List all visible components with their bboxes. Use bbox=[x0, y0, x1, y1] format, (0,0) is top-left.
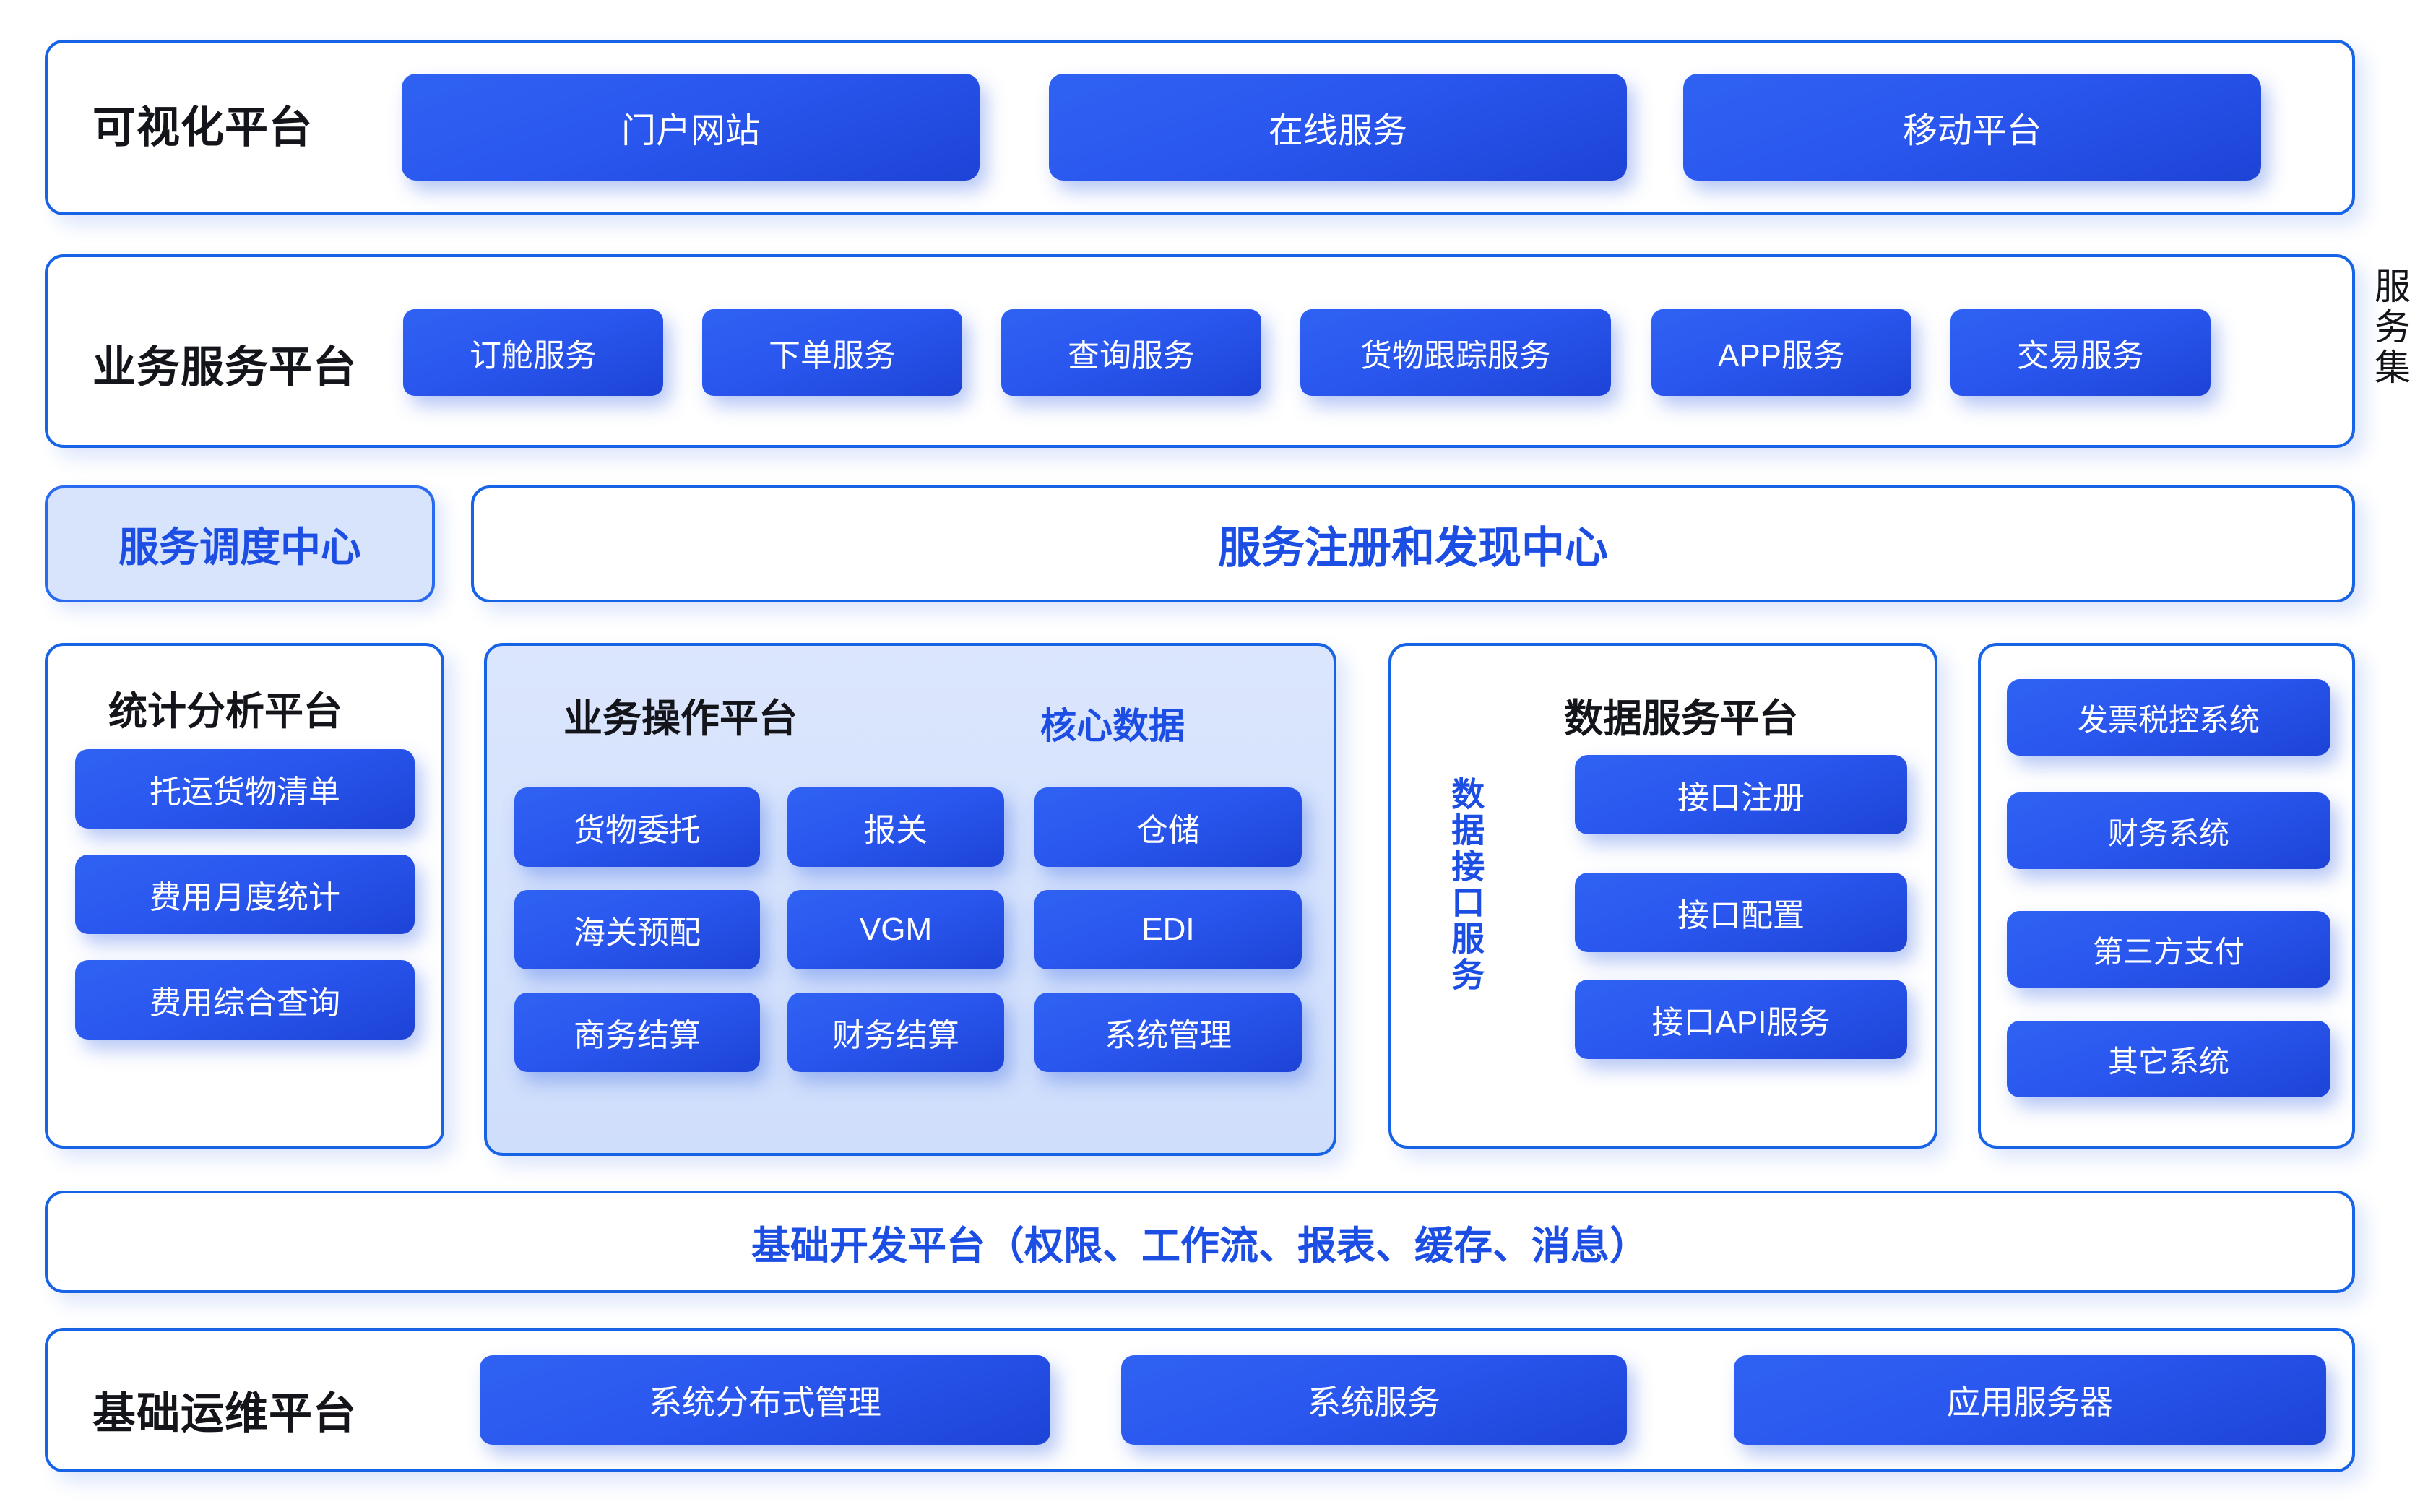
tile-mobile-platform[interactable]: 移动平台 bbox=[1683, 74, 2261, 181]
service-registry-panel bbox=[471, 485, 2355, 602]
business-service-platform-label: 业务服务平台 bbox=[92, 343, 357, 392]
tile-cargo-tracking-service[interactable]: 货物跟踪服务 bbox=[1300, 309, 1611, 396]
tile-vgm[interactable]: VGM bbox=[787, 890, 1004, 969]
base-development-platform-panel bbox=[45, 1191, 2355, 1293]
core-data-label: 核心数据 bbox=[1040, 706, 1185, 746]
tile-booking-service[interactable]: 订舱服务 bbox=[403, 309, 663, 396]
tile-other-system[interactable]: 其它系统 bbox=[2007, 1021, 2330, 1097]
service-registry-label: 服务注册和发现中心 bbox=[1218, 523, 1608, 572]
tile-transaction-service[interactable]: 交易服务 bbox=[1950, 309, 2211, 396]
tile-query-service[interactable]: 查询服务 bbox=[1001, 309, 1261, 396]
tile-system-distributed-management[interactable]: 系统分布式管理 bbox=[480, 1355, 1050, 1445]
tile-app-service[interactable]: APP服务 bbox=[1651, 309, 1911, 396]
tile-customs-declaration[interactable]: 报关 bbox=[787, 787, 1004, 867]
tile-financial-system[interactable]: 财务系统 bbox=[2007, 792, 2330, 869]
tile-shipping-cargo-list[interactable]: 托运货物清单 bbox=[75, 749, 415, 829]
data-interface-service-side-label: 数据接口服务 bbox=[1447, 777, 1485, 993]
tile-online-service[interactable]: 在线服务 bbox=[1049, 74, 1627, 181]
tile-monthly-fee-statistics[interactable]: 费用月度统计 bbox=[75, 855, 415, 934]
tile-warehousing[interactable]: 仓储 bbox=[1034, 787, 1302, 867]
business-operation-platform-title: 业务操作平台 bbox=[563, 697, 798, 740]
tile-business-settlement[interactable]: 商务结算 bbox=[514, 993, 760, 1072]
tile-financial-settlement[interactable]: 财务结算 bbox=[787, 993, 1004, 1072]
base-operations-platform-label: 基础运维平台 bbox=[92, 1389, 357, 1438]
data-service-platform-title: 数据服务平台 bbox=[1564, 697, 1798, 740]
statistics-analysis-platform-title: 统计分析平台 bbox=[108, 690, 342, 733]
tile-interface-configuration[interactable]: 接口配置 bbox=[1575, 873, 1907, 952]
visualization-platform-label: 可视化平台 bbox=[92, 103, 313, 152]
tile-application-server[interactable]: 应用服务器 bbox=[1734, 1355, 2326, 1445]
base-development-platform-label: 基础开发平台（权限、工作流、报表、缓存、消息） bbox=[751, 1224, 1649, 1268]
tile-invoice-tax-control-system[interactable]: 发票税控系统 bbox=[2007, 679, 2330, 756]
service-set-side-label: 服务集 bbox=[2369, 267, 2410, 389]
tile-system-service[interactable]: 系统服务 bbox=[1121, 1355, 1627, 1445]
tile-order-service[interactable]: 下单服务 bbox=[702, 309, 962, 396]
tile-third-party-payment[interactable]: 第三方支付 bbox=[2007, 911, 2330, 988]
tile-customs-pre-allocation[interactable]: 海关预配 bbox=[514, 890, 760, 969]
tile-comprehensive-fee-query[interactable]: 费用综合查询 bbox=[75, 960, 415, 1040]
tile-portal-website[interactable]: 门户网站 bbox=[402, 74, 980, 181]
tile-interface-registration[interactable]: 接口注册 bbox=[1575, 755, 1907, 834]
tile-edi[interactable]: EDI bbox=[1034, 890, 1302, 969]
service-dispatch-center-box[interactable]: 服务调度中心 bbox=[45, 485, 435, 602]
tile-cargo-entrustment[interactable]: 货物委托 bbox=[514, 787, 760, 867]
tile-interface-api-service[interactable]: 接口API服务 bbox=[1575, 980, 1907, 1059]
tile-system-management[interactable]: 系统管理 bbox=[1034, 993, 1302, 1072]
